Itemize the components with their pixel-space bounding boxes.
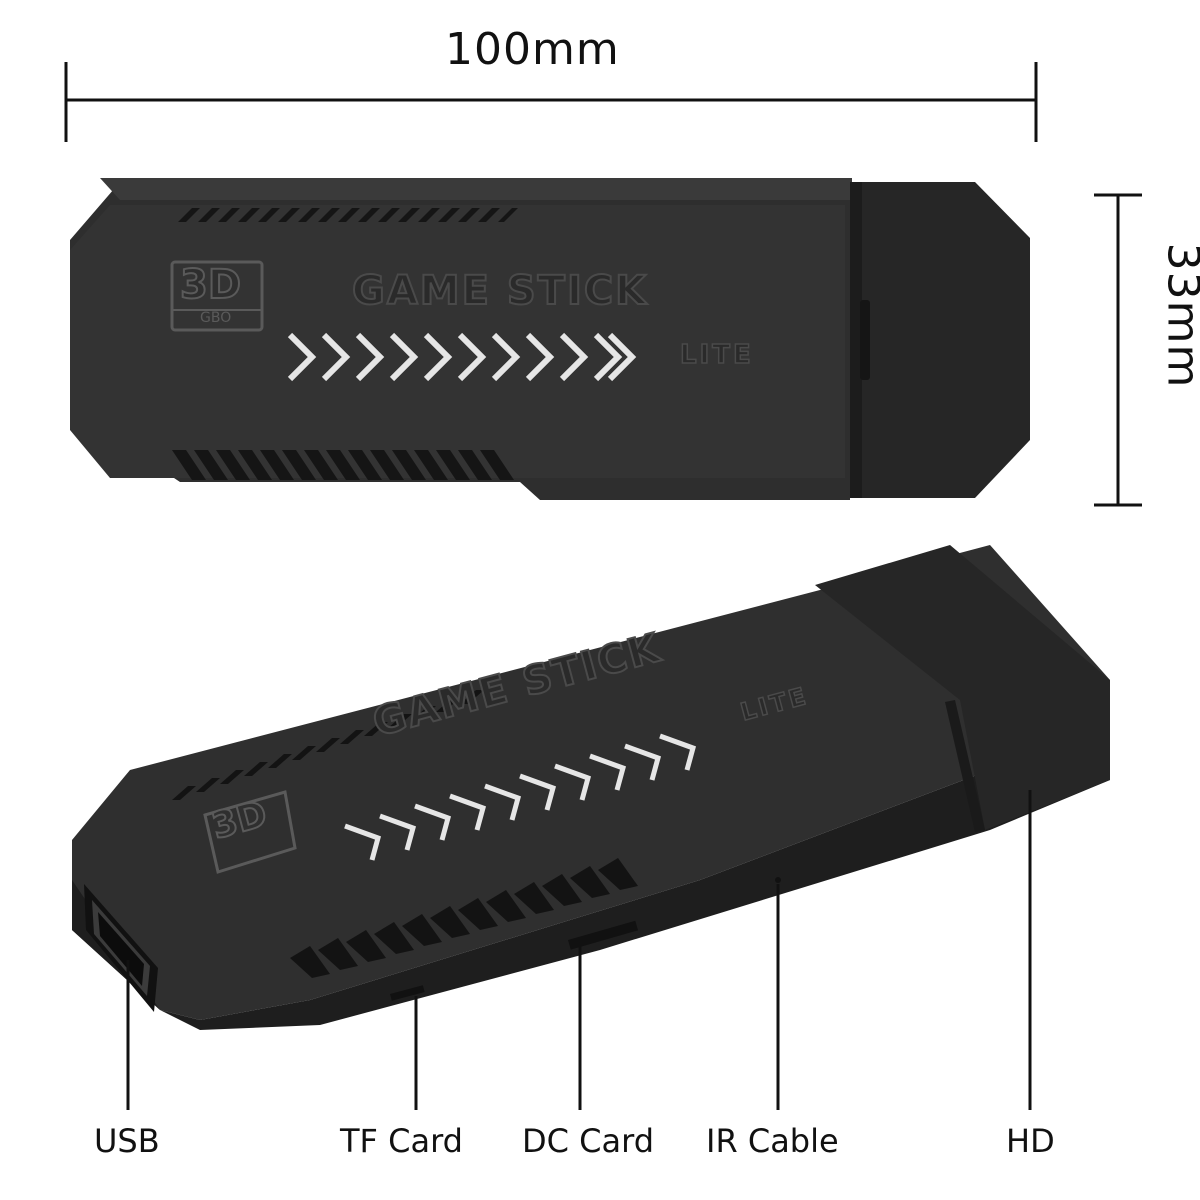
ir-port [775, 877, 781, 883]
port-label-ir-cable: IR Cable [706, 1122, 839, 1160]
model-text-upper: LITE [679, 339, 754, 371]
top-vents-upper [178, 208, 518, 222]
badge-sub-text-upper: GBO [200, 310, 232, 326]
chevrons-upper [287, 332, 637, 382]
port-label-hd: HD [1006, 1122, 1055, 1160]
badge-3d-upper [170, 260, 264, 332]
brand-text-upper: GAME STICK [351, 267, 649, 315]
width-dimension-label: 100mm [445, 24, 620, 75]
height-dimension-line [1094, 193, 1142, 507]
port-label-usb: USB [94, 1122, 160, 1160]
port-label-tf-card: TF Card [340, 1122, 463, 1160]
port-leader-lines [126, 790, 1032, 1110]
port-label-dc-card: DC Card [522, 1122, 655, 1160]
usb-port [84, 884, 158, 1012]
game-stick-angled-view [72, 545, 1110, 1030]
tf-card-slot [390, 985, 425, 1001]
game-stick-front-view [70, 178, 1030, 500]
badge-3d-lower [203, 790, 297, 874]
badge-3d-text-upper: 3D [179, 261, 242, 309]
bottom-vents-lower [290, 858, 638, 978]
width-dimension-line [64, 62, 1038, 142]
dc-port [568, 920, 639, 950]
bottom-vents-upper [172, 450, 514, 480]
chevrons-lower [344, 733, 697, 861]
top-vents-lower [172, 690, 484, 800]
